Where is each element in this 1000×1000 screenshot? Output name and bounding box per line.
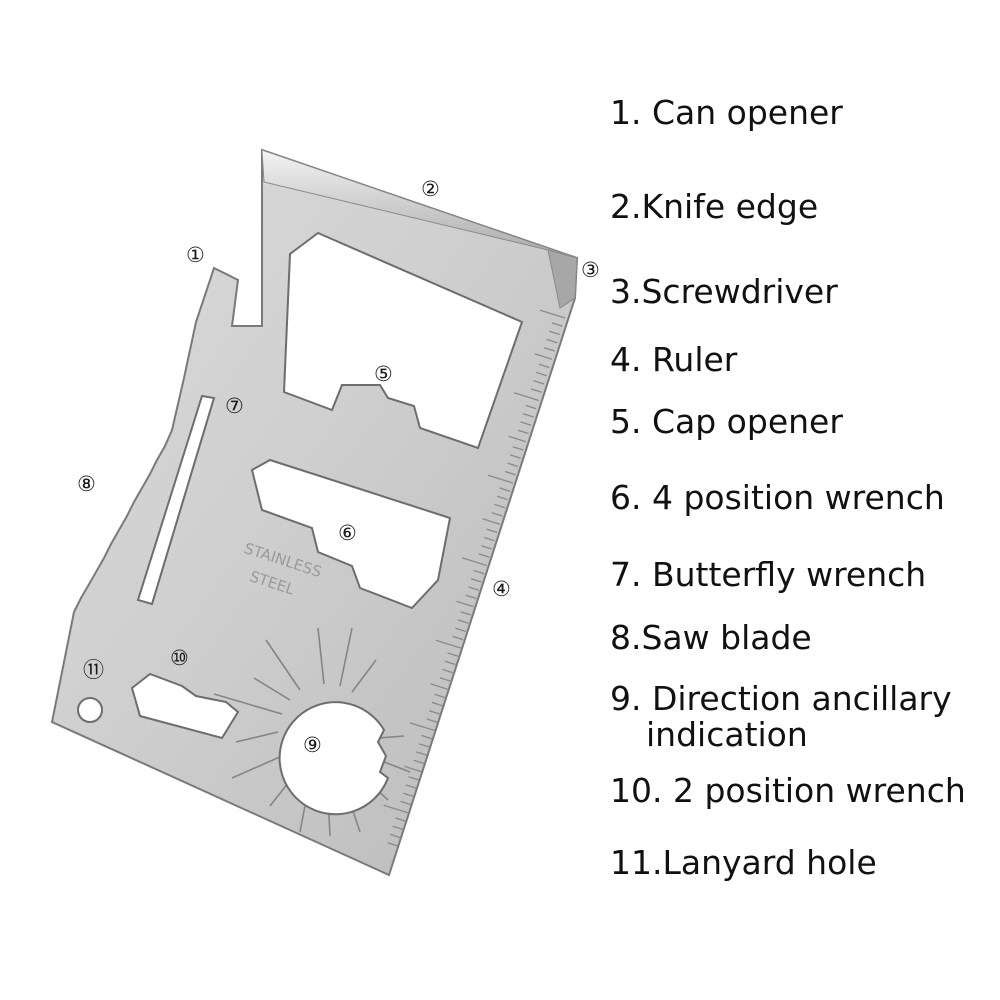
ruler-tick [494,503,506,509]
callout-4: ④ [492,577,511,601]
legend-item-screwdriver: 3.Screwdriver [610,272,838,311]
ruler-tick [439,677,451,682]
legend-item-knife-edge: 2.Knife edge [610,187,819,226]
cap-opener-cutout [282,231,524,450]
ruler-tick [508,435,527,443]
ruler-tick [546,338,558,344]
callout-11: ⑪ [83,658,104,682]
two-position-wrench-cutout [130,672,240,740]
ruler-tick [478,553,490,558]
ruler-tick [534,353,553,360]
ruler-tick [543,347,555,352]
legend-item-cap-opener: 5. Cap opener [610,402,843,441]
ruler-tick [387,842,399,847]
ruler-tick [435,639,461,649]
ruler-tick [468,586,480,591]
callout-9: ⑨ [303,733,322,757]
legend-item-four-position-wrench: 6. 4 position wrench [610,478,945,517]
legend-item-saw-blade: 8.Saw blade [610,618,812,657]
ruler-tick [442,668,454,674]
ruler-tick [430,683,448,690]
ruler-tick [404,765,422,773]
ruler-tick [452,635,464,641]
ruler-tick [470,578,482,583]
ruler-tick [507,462,519,468]
legend-item-two-position-wrench: 10. 2 position wrench [610,771,966,810]
ruler-tick [408,776,420,781]
legend-item-can-opener: 1. Can opener [610,93,843,132]
ruler-tick [496,495,508,501]
legend-item-direction-line-1: 9. Direction ancillary [610,679,952,718]
ruler-tick [418,743,430,748]
ruler-tick [473,569,485,575]
ruler-tick [431,701,443,707]
ruler-tick [491,512,503,517]
ruler-tick [400,800,412,806]
legend-item-direction-line-2: indication [646,715,808,754]
ruler-tick [409,722,435,732]
ruler-tick [551,322,563,327]
callout-10: ⑩ [170,646,189,670]
ruler-tick [457,619,469,624]
ruler-tick [540,309,566,319]
ruler-tick [530,388,542,393]
ruler-tick [520,421,532,426]
ruler-tick [444,660,456,666]
ruler-tick [499,487,511,492]
butterfly-wrench-slot [136,394,216,606]
ruler-tick [486,528,498,534]
ruler-tick [383,804,409,814]
four-position-wrench-cutout [250,458,452,610]
ruler-tick [504,470,516,476]
ruler-tick [392,825,404,831]
callout-7: ⑦ [225,394,244,418]
ruler-tick [487,474,513,484]
ruler-tick [421,734,433,740]
ruler-tick [395,817,407,822]
legend-item-direction-indication: 9. Direction ancillary indication [610,681,952,753]
ruler-tick [512,446,524,451]
ruler-tick [535,371,547,377]
ruler-tick [517,429,529,435]
ruler-tick [413,759,425,765]
ruler-tick [461,557,487,567]
ruler-tick [549,330,560,336]
ruler-tick [483,536,495,542]
ruler-tick [525,404,537,410]
compass-hole [278,701,390,816]
callout-1: ① [186,243,205,267]
ruler-tick [403,792,414,798]
ruler-tick [533,380,545,385]
ruler-tick [481,545,493,550]
screwdriver-bevel [547,249,578,309]
legend-item-butterfly-wrench: 7. Butterfly wrench [610,555,927,594]
legend-item-ruler: 4. Ruler [610,340,738,379]
ruler-tick [426,718,438,723]
ruler-tick [513,392,540,402]
ruler-tick [460,611,472,616]
callout-6: ⑥ [338,521,357,545]
ruler-tick [509,454,521,459]
ruler-ticks [383,309,566,847]
ruler-tick [456,600,474,608]
ruler-tick [389,833,401,839]
ruler-tick [465,594,477,600]
ruler-tick [415,751,427,756]
ruler-tick [429,710,440,715]
ruler-tick [523,413,534,418]
ruler-tick [405,784,417,789]
callout-5: ⑤ [374,362,393,386]
lanyard-hole [77,697,103,723]
ruler-tick [447,652,459,657]
ruler-tick [434,693,446,699]
callout-2: ② [421,177,440,201]
callout-3: ③ [581,258,600,282]
ruler-tick [538,363,550,369]
legend-item-lanyard-hole: 11.Lanyard hole [610,843,877,882]
ruler-tick [482,518,500,525]
ruler-tick [455,627,466,633]
callout-8: ⑧ [77,472,96,496]
